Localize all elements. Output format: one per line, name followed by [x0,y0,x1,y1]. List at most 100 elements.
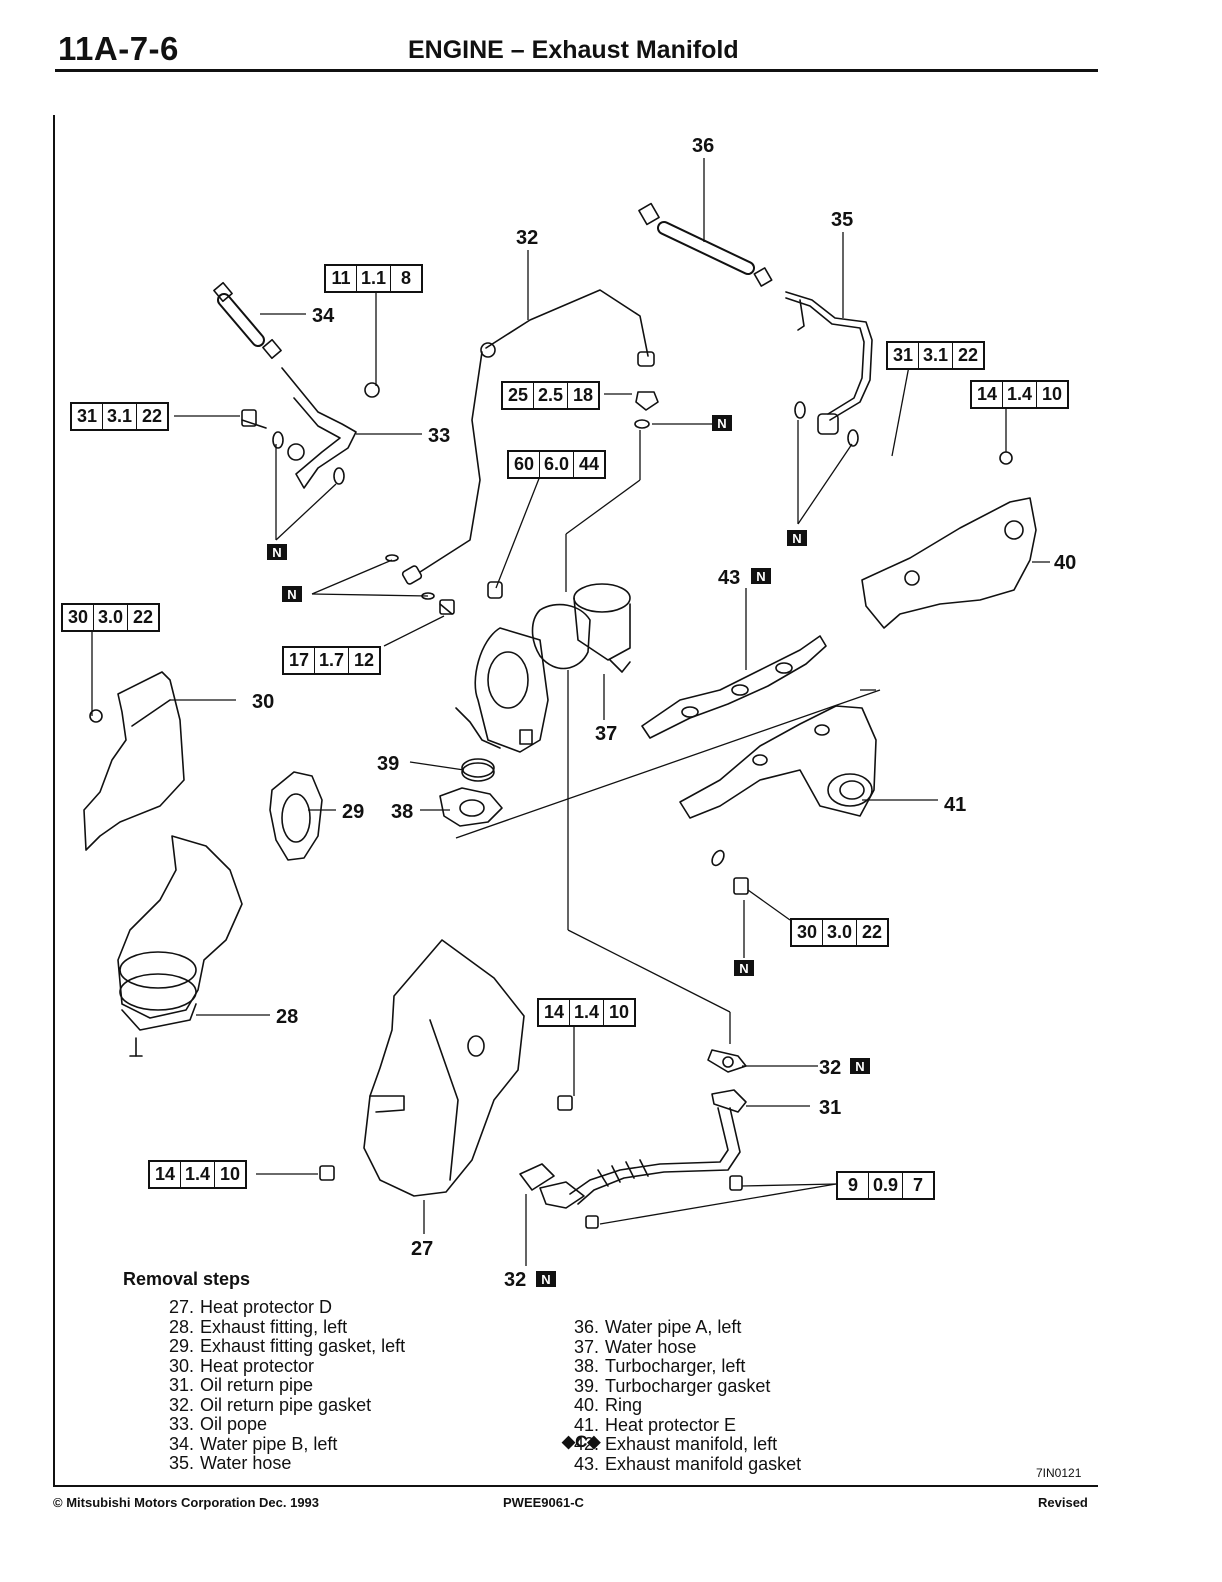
callout-42: 41 [944,794,966,816]
removal-step: 43.Exhaust manifold gasket [573,1453,802,1474]
non-reusable-mark: N [282,586,302,602]
callout-31: 31 [819,1097,841,1119]
turbo-gasket-39-part [439,787,503,827]
torque-ftlbs: 22 [958,345,979,365]
torque-ftlbs: 44 [579,454,600,474]
torque-spec-box: 14 1.4 10 [970,380,1070,409]
manifold-gasket-43-part [641,635,827,739]
footer-revised: Revised [1038,1495,1088,1510]
torque-nm: 31 [888,343,919,368]
torque-spec-box: 31 3.1 22 [70,402,170,431]
torque-spec-box: 60 6.0 44 [507,450,607,479]
torque-ftlbs: 10 [220,1164,241,1184]
torque-ftlbs: 22 [142,406,163,426]
callout-34: 33 [428,425,450,447]
torque-kgm: 1.4 [1003,382,1038,407]
non-reusable-mark: N [267,544,287,560]
torque-kgm: 1.4 [181,1162,216,1187]
removal-step: 36.Water pipe A, left [573,1317,742,1337]
footer-copyright: © Mitsubishi Motors Corporation Dec. 199… [53,1495,320,1510]
removal-steps-left: 27.Heat protector D 28.Exhaust fitting, … [158,1297,406,1474]
callout-35: 34 [312,305,335,327]
removal-step: 28.Exhaust fitting, left [168,1316,348,1337]
removal-step: 35.Water hose [168,1453,292,1473]
callout-40: 39 [377,753,399,775]
leader-lines [91,158,1050,1266]
heat-protector-d-27-part [319,939,573,1197]
callout-32-lower: 32 [504,1269,526,1291]
torque-nm: 11 [326,266,357,291]
callout-37: 36 [692,135,714,157]
torque-ftlbs: 8 [401,268,412,288]
torque-ftlbs: 18 [573,385,594,405]
callout-33: 32 [516,227,538,249]
heat-protector-e-41-part [861,451,1037,629]
non-reusable-mark: N [734,960,754,976]
torque-kgm: 0.9 [869,1173,904,1198]
non-reusable-mark: N [787,530,807,546]
water-pipe-a-36-part [785,291,873,447]
removal-step: 33.Oil pope [168,1414,268,1434]
page-title: ENGINE – Exhaust Manifold [408,36,739,64]
non-reusable-mark: N [536,1271,556,1287]
frame-left-border [53,115,55,1487]
torque-kgm: 6.0 [540,452,575,477]
removal-step: 31.Oil return pipe [168,1375,314,1395]
torque-nm: 31 [72,404,103,429]
torque-spec-box: 11 1.1 8 [324,264,424,293]
torque-kgm: 3.1 [919,343,954,368]
torque-kgm: 1.7 [315,648,350,673]
torque-nm: 25 [503,383,534,408]
torque-spec-box: 30 3.0 22 [61,603,161,632]
header-rule [55,69,1098,72]
frame-bottom-border [53,1485,1098,1487]
special-procedure-mark: ◆C◆ [562,1432,601,1451]
removal-step: 42.Exhaust manifold, left [573,1434,778,1454]
water-hose-37-part [638,202,773,287]
footer-doc-code: PWEE9061-C [503,1495,584,1510]
removal-step: 37.Water hose [573,1336,697,1357]
torque-nm: 17 [284,648,315,673]
callout-32-upper: 32 [819,1057,841,1079]
torque-ftlbs: 10 [609,1002,630,1022]
exhaust-manifold-42-part [679,705,877,895]
torque-spec-box: 9 0.9 7 [836,1171,936,1200]
torque-kgm: 3.0 [94,605,129,630]
callout-labels: 36 35 32 34 33 40 43 30 37 39 29 38 41 2… [252,135,1076,1291]
removal-step: 29.Exhaust fitting gasket, left [168,1336,406,1356]
torque-nm: 30 [792,920,823,945]
oil-return-pipe-31-part [519,1049,747,1229]
removal-step: 32.Oil return pipe gasket [168,1394,372,1415]
removal-step: 39.Turbocharger gasket [573,1375,771,1396]
callout-43: 43 [718,567,740,589]
removal-steps-right: 36.Water pipe A, left 37.Water hose 38.T… [563,1317,802,1474]
torque-nm: 14 [150,1162,181,1187]
torque-spec-box: 14 1.4 10 [537,998,637,1027]
callout-38: 37 [595,723,617,745]
heat-protector-30-part [83,671,185,851]
torque-nm: 14 [972,382,1003,407]
torque-ftlbs: 22 [862,922,883,942]
callout-28: 28 [276,1006,298,1028]
torque-nm: 60 [509,452,540,477]
oil-pipe-33-part [385,289,659,615]
torque-nm: 9 [838,1173,869,1198]
removal-step: 38.Turbocharger, left [573,1356,746,1376]
callout-30: 30 [252,691,274,713]
torque-ftlbs: 7 [913,1175,924,1195]
torque-ftlbs: 10 [1042,384,1063,404]
non-reusable-mark: N [751,568,771,584]
callout-29: 29 [342,801,364,823]
callout-27: 27 [411,1238,433,1260]
figure-reference: 7IN0121 [1036,1466,1082,1480]
torque-spec-box: 25 2.5 18 [501,381,601,410]
removal-steps-heading: Removal steps [123,1269,251,1289]
non-reusable-mark: N [850,1058,870,1074]
turbocharger-38-part [455,583,631,753]
torque-ftlbs: 22 [133,607,154,627]
callout-41: 40 [1054,552,1076,574]
torque-ftlbs: 12 [354,650,375,670]
torque-kgm: 1.1 [357,266,392,291]
non-reusable-mark: N [712,415,732,431]
